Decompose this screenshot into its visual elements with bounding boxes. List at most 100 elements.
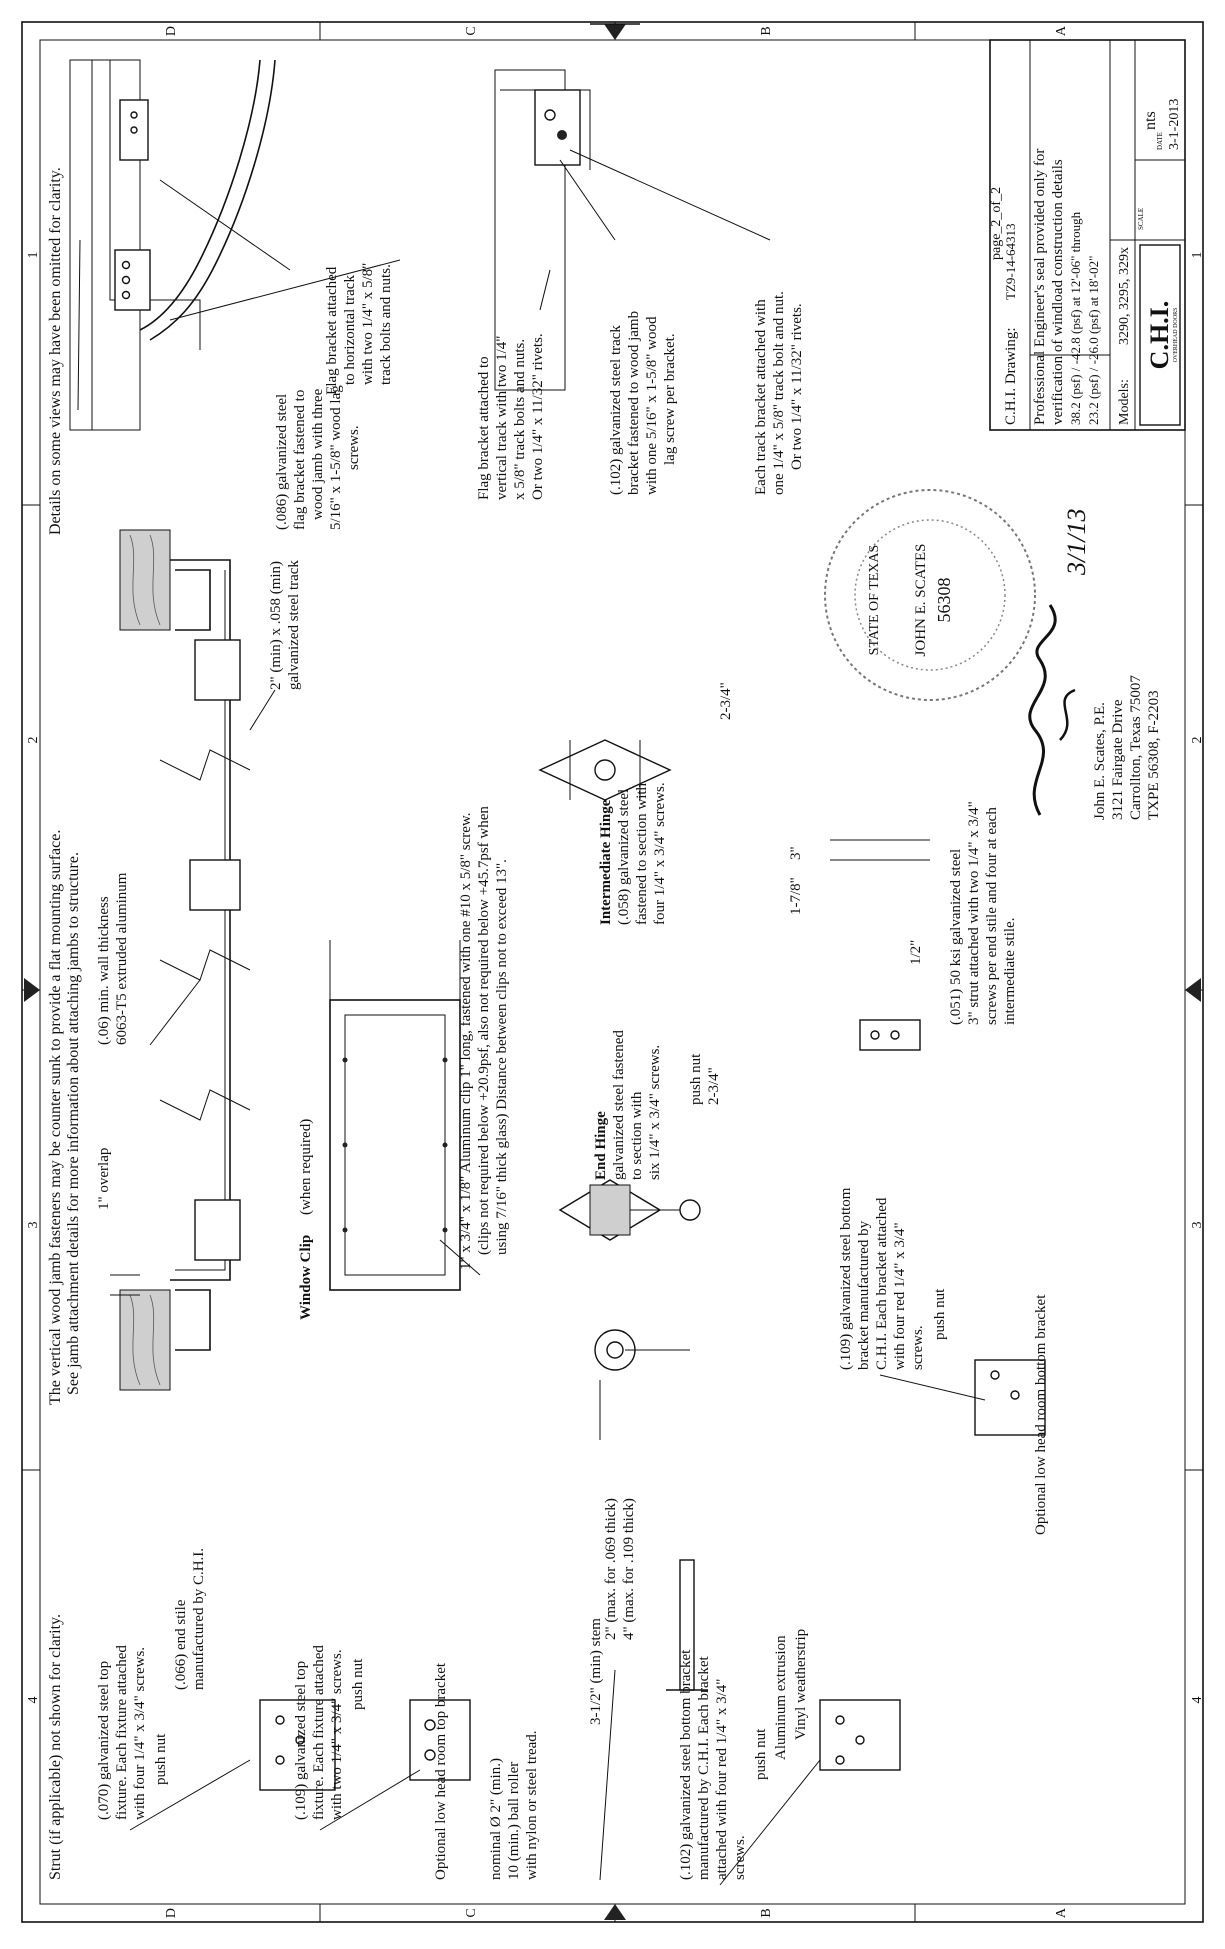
logo-text: C.H.I. bbox=[1145, 301, 1174, 370]
zone-number: 2 bbox=[1190, 737, 1205, 744]
note-details-omitted: Details on some views may have been omit… bbox=[47, 167, 64, 535]
label-trk102-2: bracket fastened to wood jamb bbox=[626, 311, 642, 495]
label-trk102-1: (.102) galvanized steel track bbox=[608, 325, 624, 495]
label-flag-v-2: vertical track with two 1/4" bbox=[494, 336, 510, 500]
zone-letters-bottom: D C B A bbox=[164, 1907, 1069, 1918]
zone-number: 2 bbox=[26, 737, 41, 744]
page-number: page_2_of_2 bbox=[989, 187, 1004, 260]
zone-letter: A bbox=[1054, 1907, 1069, 1918]
engineer-address-1: 3121 Fairgate Drive bbox=[1110, 699, 1126, 820]
label-bot109-4: with four red 1/4" x 3/4" bbox=[892, 1222, 908, 1370]
scale-label: SCALE bbox=[1137, 208, 1145, 230]
label-flag086-5: screws. bbox=[346, 425, 362, 470]
zone-numbers-left: 1 2 3 4 bbox=[26, 252, 41, 1704]
drawing-label: C.H.I. Drawing: bbox=[1003, 328, 1019, 426]
zone-number: 1 bbox=[26, 252, 41, 259]
label-flag-v-4: Or two 1/4" x 11/32" rivets. bbox=[530, 333, 546, 500]
label-roller-2: 10 (min.) ball roller bbox=[506, 1762, 522, 1880]
pressure-line-2: 23.2 (psf) / -26.0 (psf) at 18'-02" bbox=[1086, 256, 1101, 425]
label-opt-top: Optional low head room top bracket bbox=[433, 1662, 449, 1880]
zone-numbers-right: 1 2 3 4 bbox=[1190, 252, 1205, 1704]
seal-state: STATE OF TEXAS bbox=[867, 545, 882, 656]
engineer-name: John E. Scates, P.E. bbox=[1092, 702, 1108, 820]
zone-letter: C bbox=[464, 1908, 479, 1917]
models-label: Models: bbox=[1117, 379, 1132, 425]
date-value: 3-1-2013 bbox=[1167, 99, 1182, 150]
engineer-block: Professional Engineer's seal provided on… bbox=[824, 149, 1162, 820]
label-dim-1-2: 1/2" bbox=[908, 940, 924, 965]
label-flag-v-3: x 5/8" track bolts and nuts. bbox=[512, 339, 528, 500]
label-eh-2: to section with bbox=[629, 1091, 645, 1180]
zone-letter: C bbox=[464, 26, 479, 35]
label-stile-1: (.066) end stile bbox=[173, 1599, 189, 1690]
label-flag-h-3: with two 1/4" x 5/8" bbox=[360, 263, 376, 385]
label-ih-1: (.058) galvanized steel bbox=[616, 789, 632, 925]
label-track-2: galvanized steel track bbox=[286, 560, 302, 690]
label-alum-extrusion: Aluminum extrusion bbox=[773, 1635, 789, 1760]
label-top070-push-nut: push nut bbox=[153, 1733, 169, 1785]
engineer-signature bbox=[1028, 604, 1076, 816]
label-flag-v-1: Flag bracket attached to bbox=[476, 356, 492, 500]
label-clip-3: using 7/16" thick glass) Distance betwee… bbox=[494, 859, 510, 1255]
title-block: C.H.I. OVERHEAD DOORS SCALE DATE nts 3-1… bbox=[989, 39, 1186, 431]
label-eh-title: End Hinge bbox=[593, 1111, 609, 1180]
label-stem: 3-1/2" (min) stem bbox=[588, 1618, 604, 1725]
models-value: 3290, 3295, 329x bbox=[1117, 247, 1132, 345]
engineer-license: TXPE 56308, F-2203 bbox=[1146, 690, 1162, 820]
label-flag086-3: wood jamb with three bbox=[310, 388, 326, 520]
zone-letter: D bbox=[164, 26, 179, 36]
flag-bracket-detail bbox=[69, 59, 591, 431]
note-jamb-fasteners: The vertical wood jamb fasteners may be … bbox=[47, 830, 64, 1405]
label-overlap: 1" overlap bbox=[96, 1148, 112, 1210]
label-bot109-5: screws. bbox=[910, 1325, 926, 1370]
label-roller-3: with nylon or steel tread. bbox=[524, 1730, 540, 1880]
label-eh-1: galvanized steel fastened bbox=[611, 1030, 627, 1180]
registration-arrow-left bbox=[24, 978, 40, 1002]
zone-number: 3 bbox=[26, 1222, 41, 1229]
label-bot109-3: C.H.I. Each bracket attached bbox=[874, 1197, 890, 1370]
signature-date: 3/1/13 bbox=[1062, 509, 1091, 576]
logo-subtext: OVERHEAD DOORS bbox=[1173, 308, 1179, 363]
strut-detail-drawing bbox=[830, 839, 930, 1051]
seal-name: JOHN E. SCATES bbox=[913, 544, 929, 657]
label-flag086-2: flag bracket fastened to bbox=[292, 390, 308, 530]
label-top109-1: (.109) galvanized steel top bbox=[293, 1661, 309, 1820]
label-bot102-2: manufactured by C.H.I. Each bracket bbox=[696, 1656, 712, 1880]
label-bot109-2: bracket manufactured by bbox=[856, 1220, 872, 1370]
label-top070-2: fixture. Each fixture attached bbox=[114, 1645, 130, 1820]
label-flag-h-4: track bolts and nuts. bbox=[378, 264, 394, 385]
label-bot109-push-nut: push nut bbox=[932, 1288, 948, 1340]
zone-letters-top: D C B A bbox=[164, 25, 1069, 36]
zone-number: 4 bbox=[1190, 1697, 1205, 1704]
pressure-line-1: 38.2 (psf) / -42.8 (psf) at 12'-06" thro… bbox=[1068, 211, 1083, 425]
label-clip-1: 1" x 3/4" x 1/8" Aluminum clip 1" long, … bbox=[458, 812, 474, 1270]
label-strut-1: (.051) 50 ksi galvanized steel bbox=[948, 849, 964, 1025]
label-flag086-1: (.086) galvanized steel bbox=[274, 394, 290, 530]
scale-value: nts bbox=[1142, 111, 1159, 130]
label-top109-3: with two 1/4" x 3/4" screws. bbox=[329, 1649, 345, 1820]
label-trk-each-2: one 1/4" x 5/8" track bolt and nut. bbox=[771, 291, 787, 495]
intermediate-hinge-drawing bbox=[538, 739, 672, 801]
zone-letter: B bbox=[759, 1908, 774, 1917]
label-trk102-4: lag screw per bracket. bbox=[662, 333, 678, 465]
label-bot102-1: (.102) galvanized steel bottom bracket bbox=[678, 1649, 694, 1880]
label-strut-2: 3" strut attached with two 1/4" x 3/4" bbox=[966, 801, 982, 1025]
end-hinge-drawing bbox=[558, 1179, 701, 1241]
label-roller-1: nominal Ø 2" (min.) bbox=[488, 1758, 504, 1880]
jamb-section-detail bbox=[110, 529, 251, 1391]
zone-letter: D bbox=[164, 1908, 179, 1918]
pe-seal-stamp: STATE OF TEXAS JOHN E. SCATES 56308 bbox=[824, 489, 1036, 701]
label-stile-2: manufactured by C.H.I. bbox=[191, 1548, 207, 1690]
label-top109-2: fixture. Each fixture attached bbox=[311, 1645, 327, 1820]
note-strut-not-shown: Strut (if applicable) not shown for clar… bbox=[47, 1614, 64, 1880]
label-dim-1-7-8: 1-7/8" bbox=[788, 877, 804, 915]
label-opt-bottom: Optional low head room bottom bracket bbox=[1033, 1294, 1049, 1535]
label-thickness-1: 2" (max. for .069 thick) bbox=[603, 1498, 619, 1640]
seal-number: 56308 bbox=[934, 578, 954, 623]
label-strut-4: intermediate stile. bbox=[1002, 918, 1018, 1025]
label-top070-1: (.070) galvanized steel top bbox=[96, 1661, 112, 1820]
window-clip-detail bbox=[329, 940, 461, 1291]
label-trk102-3: with one 5/16" x 1-5/8" wood bbox=[644, 316, 660, 495]
